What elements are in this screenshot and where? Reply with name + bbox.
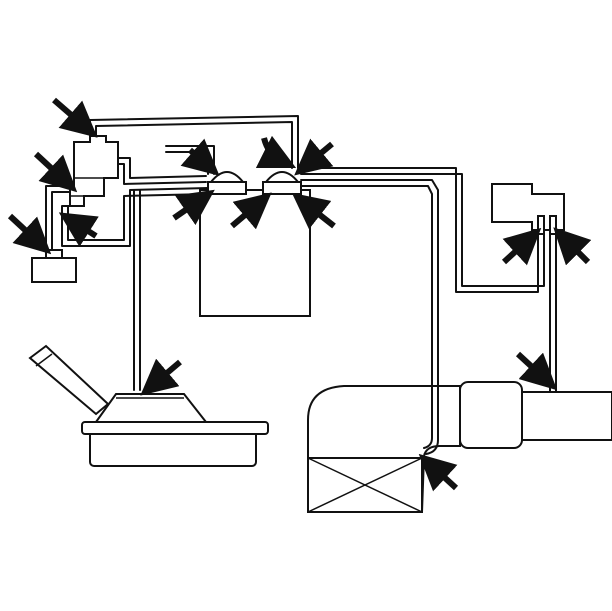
callout-arrow-7 bbox=[294, 138, 334, 176]
callout-arrow-6 bbox=[255, 135, 297, 169]
callout-arrow-11 bbox=[501, 227, 542, 266]
canister-port-right bbox=[262, 171, 302, 195]
callout-arrow-8 bbox=[172, 189, 215, 226]
callout-arrow-13 bbox=[140, 358, 182, 396]
callout-arrows bbox=[7, 97, 592, 492]
callout-arrow-12 bbox=[553, 227, 592, 266]
canister-port-left bbox=[207, 171, 247, 195]
callout-arrow-4 bbox=[58, 212, 99, 247]
vacuum-valve bbox=[69, 135, 119, 207]
callout-arrow-2 bbox=[33, 151, 78, 193]
callout-arrow-3 bbox=[7, 213, 52, 255]
throttle-body bbox=[459, 381, 612, 449]
vacuum-connector bbox=[31, 249, 77, 283]
fuel-tank bbox=[81, 393, 269, 467]
fuel-filler-neck bbox=[28, 344, 110, 416]
callout-arrow-1 bbox=[52, 97, 98, 138]
callout-arrow-9 bbox=[230, 192, 272, 230]
callout-arrow-14 bbox=[515, 351, 558, 391]
callout-arrow-15 bbox=[418, 453, 459, 492]
callout-arrow-5 bbox=[180, 138, 220, 176]
purge-solenoid bbox=[491, 183, 565, 235]
callout-arrow-10 bbox=[291, 192, 336, 230]
